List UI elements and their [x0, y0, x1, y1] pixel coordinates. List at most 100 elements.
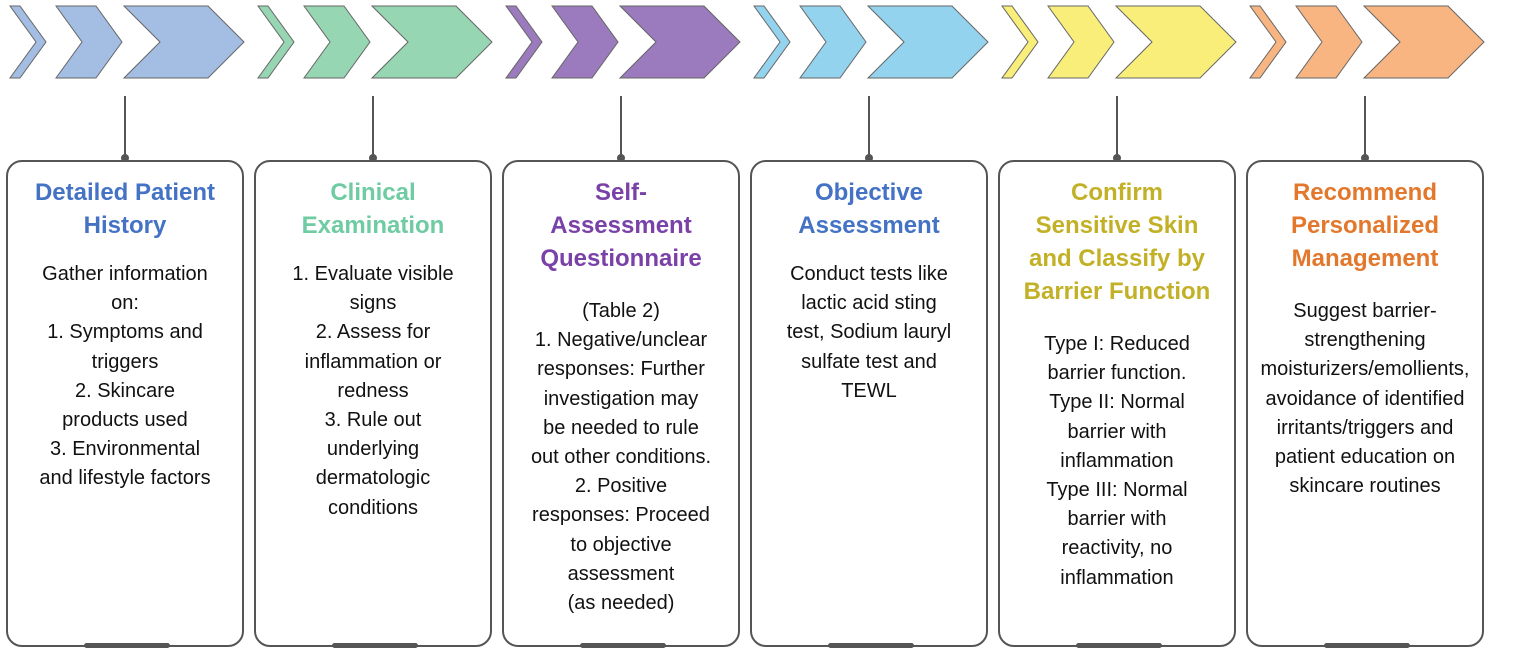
- step-title-line: Clinical: [330, 179, 416, 206]
- step-text-line: 2. Positive: [574, 475, 668, 498]
- step-title-line: Barrier Function: [1023, 278, 1211, 305]
- chevron-large-icon: [866, 5, 989, 79]
- step-text-line: responses: Further: [537, 358, 705, 381]
- step-text-line: Type III: Normal: [1046, 479, 1188, 502]
- step-title-line: Sensitive Skin: [1035, 212, 1199, 239]
- card-bottom-tab: [1076, 643, 1162, 648]
- card-bottom-tab: [332, 643, 418, 648]
- step-text-line: responses: Proceed: [532, 504, 710, 527]
- step-arrows: [9, 5, 1485, 160]
- step-text-line: 3. Environmental: [49, 438, 201, 461]
- step-text-line: TEWL: [841, 379, 897, 402]
- chevron-medium-icon: [303, 5, 371, 79]
- step-title: Recommend Personalized Management: [1252, 176, 1478, 275]
- step-card-objective-assessment: Objective Assessment Conduct tests like …: [750, 160, 988, 648]
- step-text-line: out other conditions.: [530, 446, 712, 469]
- step-text-line: 2. Assess for: [315, 321, 431, 344]
- chevron-small-icon: [753, 5, 791, 79]
- step-card-personalized-management: Recommend Personalized Management Sugges…: [1246, 160, 1484, 648]
- step-text-line: Conduct tests like: [790, 263, 948, 285]
- step-title-line: Personalized: [1290, 212, 1440, 239]
- chevron-large-icon: [370, 5, 493, 79]
- step-text-line: redness: [337, 379, 409, 402]
- step-text-line: avoidance of identified: [1265, 387, 1465, 410]
- chevron-medium-icon: [799, 5, 867, 79]
- step-description: Conduct tests like lactic acid sting tes…: [756, 260, 982, 406]
- step-text-line: signs: [349, 292, 397, 315]
- step-title-line: Self-: [594, 179, 647, 206]
- step-description: (Table 2) 1. Negative/unclear responses:…: [508, 297, 734, 618]
- step-text-line: inflammation: [1060, 449, 1174, 472]
- step-title: Objective Assessment: [756, 176, 982, 242]
- step-text-line: on:: [111, 292, 139, 315]
- connector-dot: [617, 154, 625, 160]
- step-text-line: irritants/triggers and: [1276, 416, 1454, 439]
- step-card-patient-history: Detailed Patient History Gather informat…: [6, 160, 244, 648]
- step-title-line: Examination: [301, 212, 445, 239]
- chevron-medium-icon: [551, 5, 619, 79]
- chevron-small-icon: [257, 5, 295, 79]
- step-title-line: Management: [1291, 245, 1439, 272]
- step-description: Type I: Reduced barrier function. Type I…: [1004, 330, 1230, 593]
- chevron-small-icon: [9, 5, 47, 79]
- step-text-line: products used: [62, 409, 188, 432]
- step-text-line: Gather information: [42, 263, 208, 285]
- step-text-line: barrier with: [1067, 508, 1167, 531]
- step-title-line: and Classify by: [1028, 245, 1206, 272]
- chevron-large-icon: [122, 5, 245, 79]
- step-text-line: 3. Rule out: [324, 409, 422, 432]
- step-description: 1. Evaluate visible signs 2. Assess for …: [260, 260, 486, 523]
- step-title: Confirm Sensitive Skin and Classify by B…: [1004, 176, 1230, 308]
- step-text-line: Type II: Normal: [1049, 391, 1185, 414]
- step-text-line: conditions: [327, 496, 419, 519]
- step-title-line: Confirm: [1071, 179, 1163, 206]
- step-card-clinical-examination: Clinical Examination 1. Evaluate visible…: [254, 160, 492, 648]
- step-text-line: underlying: [326, 438, 420, 461]
- step-card-self-assessment: Self- Assessment Questionnaire (Table 2)…: [502, 160, 740, 648]
- step-text-line: 1. Negative/unclear: [534, 329, 708, 352]
- step-text-line: triggers: [91, 350, 159, 373]
- step-text-line: moisturizers/emollients,: [1260, 358, 1470, 381]
- chevron-medium-icon: [1047, 5, 1115, 79]
- chevron-medium-icon: [55, 5, 123, 79]
- step-text-line: 1. Evaluate visible: [292, 263, 454, 285]
- chevron-small-icon: [1249, 5, 1287, 79]
- step-text-line: investigation may: [543, 387, 699, 410]
- step-text-line: Suggest barrier-: [1293, 300, 1437, 322]
- step-text-line: (as needed): [567, 592, 675, 615]
- step-title: Self- Assessment Questionnaire: [508, 176, 734, 275]
- step-title: Clinical Examination: [260, 176, 486, 242]
- step-card-confirm-sensitive-skin: Confirm Sensitive Skin and Classify by B…: [998, 160, 1236, 648]
- card-bottom-tab: [1324, 643, 1410, 648]
- card-bottom-tab: [84, 643, 170, 648]
- step-text-line: test, Sodium lauryl: [786, 321, 952, 344]
- connector-dot: [1361, 154, 1369, 160]
- step-text-line: assessment: [567, 562, 675, 585]
- step-text-line: barrier function.: [1047, 362, 1187, 385]
- step-text-line: strengthening: [1304, 329, 1426, 352]
- step-text-line: lactic acid sting: [801, 292, 937, 315]
- step-title: Detailed Patient History: [12, 176, 238, 242]
- card-bottom-tab: [828, 643, 914, 648]
- step-description: Suggest barrier- strengthening moisturiz…: [1252, 297, 1478, 501]
- step-title-line: Recommend: [1292, 179, 1438, 206]
- step-text-line: (Table 2): [582, 300, 660, 322]
- connector-dot: [369, 154, 377, 160]
- card-bottom-tab: [580, 643, 666, 648]
- step-text-line: be needed to rule: [543, 416, 699, 439]
- step-title-line: Objective: [814, 179, 924, 206]
- chevron-medium-icon: [1295, 5, 1363, 79]
- step-title-line: History: [83, 212, 167, 239]
- connector-dot: [865, 154, 873, 160]
- step-text-line: barrier with: [1067, 420, 1167, 443]
- chevron-large-icon: [1362, 5, 1485, 79]
- step-title-line: Questionnaire: [540, 245, 702, 272]
- step-text-line: and lifestyle factors: [39, 467, 211, 490]
- step-text-line: inflammation: [1060, 566, 1174, 589]
- step-text-line: sulfate test and: [801, 350, 937, 373]
- chevron-large-icon: [618, 5, 741, 79]
- chevron-large-icon: [1114, 5, 1237, 79]
- step-description: Gather information on: 1. Symptoms and t…: [12, 260, 238, 494]
- step-text-line: inflammation or: [304, 350, 442, 373]
- step-title-line: Assessment: [798, 212, 940, 239]
